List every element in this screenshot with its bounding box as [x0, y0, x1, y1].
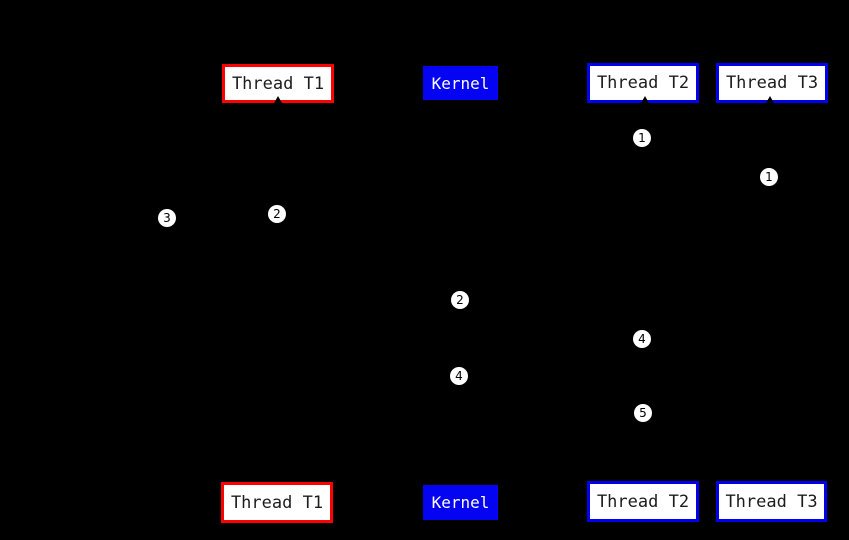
thread-t1-top-label: Thread T1 — [231, 73, 325, 94]
step-marker-4a: 4 — [633, 330, 651, 348]
thread-t2-bottom-box: Thread T2 — [587, 481, 699, 522]
thread-t2-top-label: Thread T2 — [596, 73, 690, 93]
step-marker-4b: 4 — [450, 367, 468, 385]
step-marker-1a: 1 — [633, 129, 651, 147]
thread-t3-bottom-label: Thread T3 — [725, 491, 818, 512]
arrow-notch — [274, 96, 282, 103]
kernel-top-box: Kernel — [423, 66, 498, 100]
step-marker-2b: 2 — [451, 291, 469, 309]
thread-t1-bottom-box: Thread T1 — [221, 482, 333, 523]
thread-t2-bottom-label: Thread T2 — [596, 491, 690, 512]
kernel-bottom-box: Kernel — [423, 485, 498, 520]
step-marker-5: 5 — [634, 404, 652, 422]
step-marker-1b: 1 — [760, 168, 778, 186]
kernel-bottom-label: Kernel — [431, 493, 490, 512]
step-marker-2a: 2 — [268, 205, 286, 223]
arrow-notch — [641, 96, 649, 103]
thread-t3-top-label: Thread T3 — [725, 73, 819, 93]
step-marker-3: 3 — [158, 209, 176, 227]
kernel-top-label: Kernel — [431, 73, 490, 93]
thread-t1-bottom-label: Thread T1 — [230, 492, 324, 513]
thread-t3-bottom-box: Thread T3 — [716, 481, 827, 522]
arrow-notch — [766, 96, 774, 103]
